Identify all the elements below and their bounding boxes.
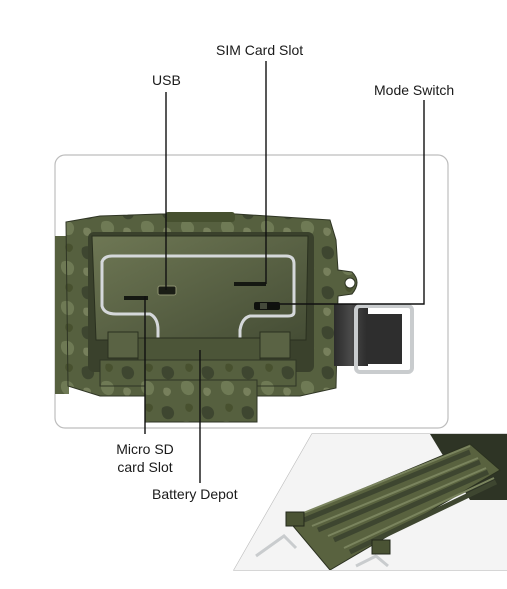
strap-buckle-inner — [366, 314, 402, 364]
camera-top-bump — [165, 212, 235, 222]
label-micro-sd-line2: card Slot — [117, 459, 173, 475]
strap — [334, 304, 368, 366]
label-usb: USB — [152, 72, 181, 88]
label-mode-switch: Mode Switch — [374, 82, 455, 98]
door-panel — [91, 235, 309, 341]
camera-left-edge — [55, 236, 69, 394]
strap-buckle — [354, 304, 414, 374]
mounting-hole — [344, 277, 356, 289]
label-battery-depot: Battery Depot — [152, 486, 238, 502]
label-micro-sd-line1: Micro SD — [116, 441, 174, 457]
leader-mode — [268, 100, 425, 305]
leader-lines — [144, 61, 425, 483]
micro-sd-slot — [124, 296, 148, 300]
battery-tray-photo — [234, 434, 507, 570]
mode-switch-knob — [260, 303, 267, 309]
battery-compartment — [144, 379, 258, 423]
hinge-left — [107, 331, 139, 359]
label-micro-sd-card-slot: Micro SD card Slot — [112, 440, 178, 476]
usb-port — [157, 285, 177, 296]
hinge-right — [259, 331, 291, 359]
label-sim-card-slot: SIM Card Slot — [216, 42, 304, 58]
sim-card-slot — [234, 282, 266, 286]
